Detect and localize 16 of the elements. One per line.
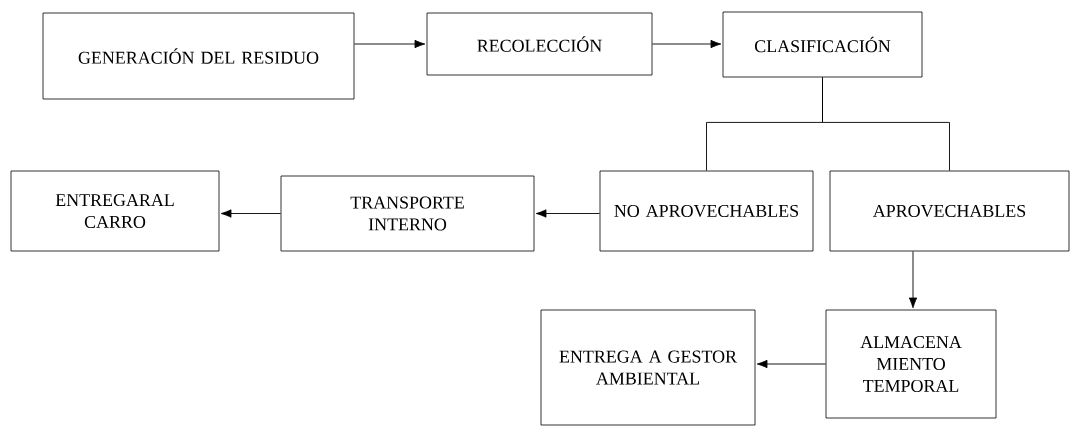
arrow bbox=[908, 250, 918, 309]
connector-line bbox=[822, 76, 950, 172]
process-box: GENERACIÓN DEL RESIDUO bbox=[42, 12, 355, 100]
process-box: TRANSPORTE INTERNO bbox=[280, 175, 535, 252]
arrow bbox=[756, 359, 827, 369]
process-box: RECOLECCIÓN bbox=[426, 12, 653, 76]
process-box: CLASIFICACIÓN bbox=[722, 11, 923, 78]
process-box: ENTREGARAL CARRO bbox=[10, 170, 220, 252]
arrow bbox=[651, 39, 722, 49]
process-box: ALMACENA MIENTO TEMPORAL bbox=[825, 309, 997, 419]
process-box: APROVECHABLES bbox=[829, 170, 1070, 252]
process-box: NO APROVECHABLES bbox=[599, 170, 814, 252]
arrow bbox=[353, 39, 426, 49]
arrow bbox=[220, 209, 282, 218]
arrow bbox=[535, 209, 601, 218]
process-box: ENTREGA A GESTOR AMBIENTAL bbox=[540, 309, 756, 426]
